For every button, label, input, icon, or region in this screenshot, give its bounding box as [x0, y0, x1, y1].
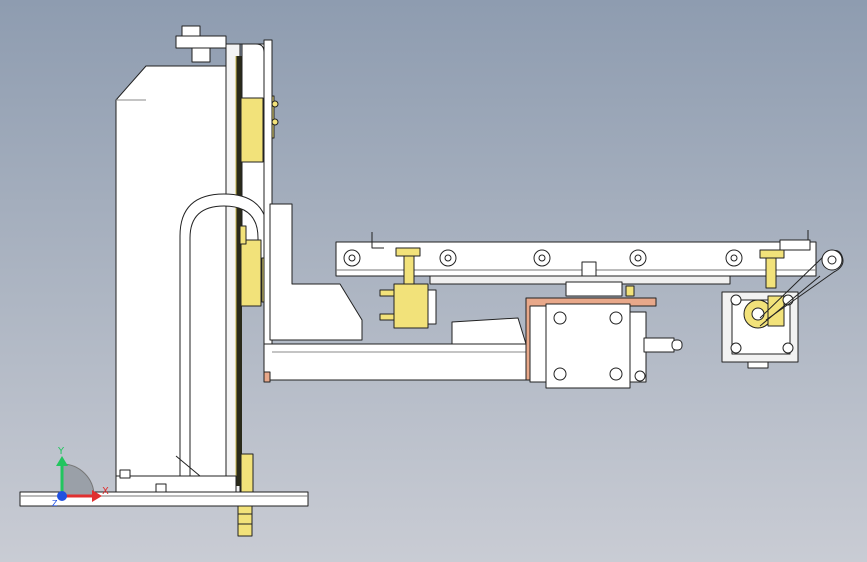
- gripper-left[interactable]: [393, 283, 429, 329]
- triad-z-label: Z: [52, 499, 58, 508]
- motor-shaft[interactable]: [643, 337, 675, 353]
- carriage-block-upper[interactable]: [240, 97, 264, 163]
- coordinate-triad: Y X Z: [52, 446, 109, 508]
- horizontal-arm[interactable]: [263, 343, 527, 381]
- triad-x-label: X: [102, 486, 109, 497]
- column-housing[interactable]: [115, 65, 227, 491]
- column-foot[interactable]: [115, 475, 237, 493]
- arm-bracket[interactable]: [269, 203, 363, 341]
- top-bolt[interactable]: [181, 25, 201, 37]
- bottom-connector[interactable]: [240, 453, 254, 493]
- linear-rail: [236, 56, 242, 486]
- carriage-block-lower[interactable]: [240, 239, 262, 307]
- triad-y-label: Y: [57, 446, 65, 457]
